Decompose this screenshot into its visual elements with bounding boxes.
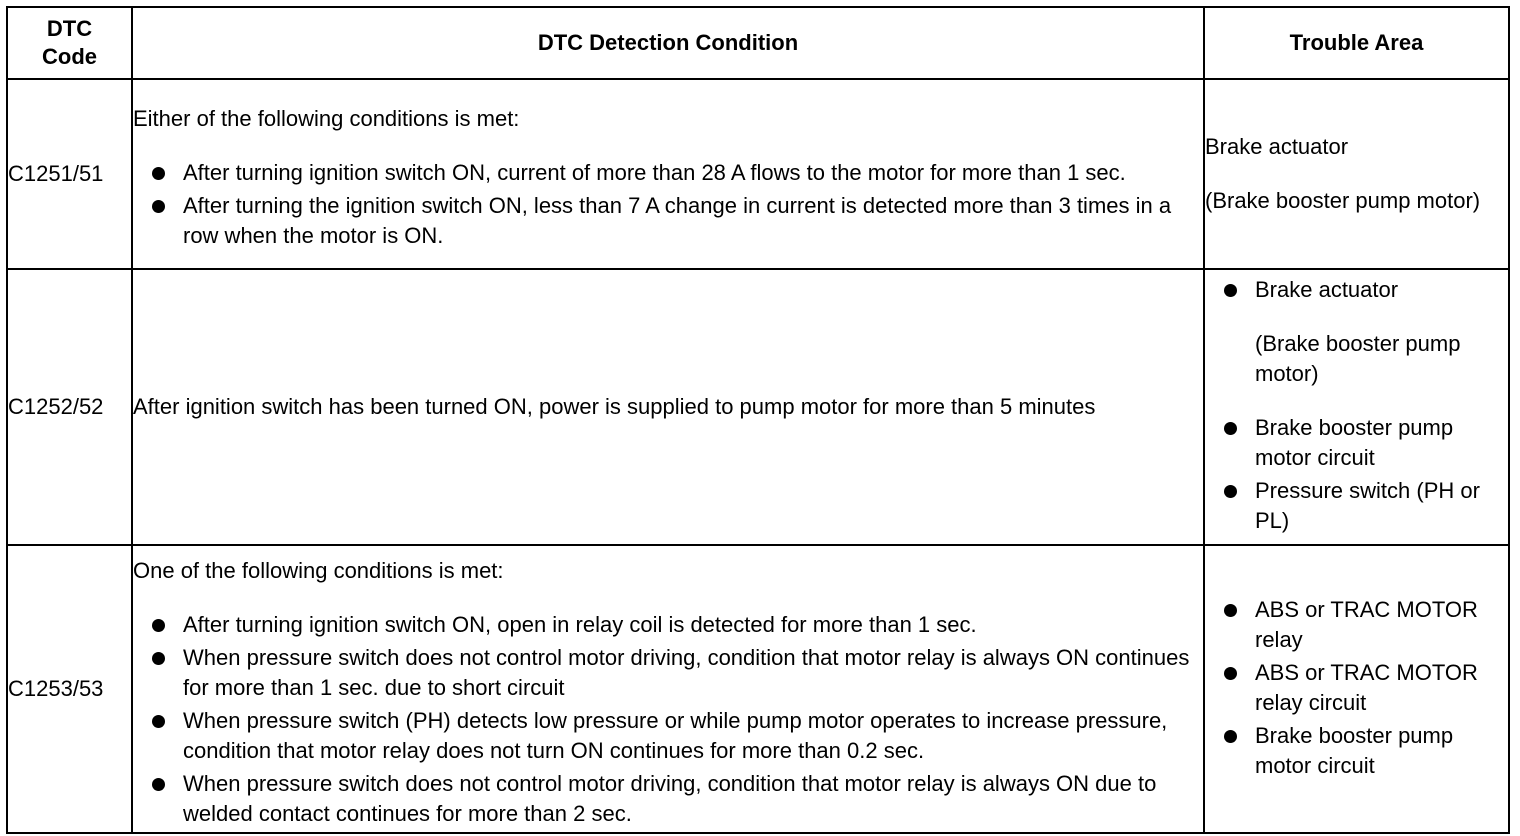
list-item: When pressure switch does not control mo…	[133, 643, 1203, 703]
area-list: Brake actuator(Brake booster pump motor)…	[1205, 275, 1508, 536]
detection-condition-cell: Either of the following conditions is me…	[131, 78, 1205, 270]
condition-list: After turning ignition switch ON, open i…	[133, 610, 1203, 829]
trouble-area-cell: ABS or TRAC MOTOR relay ABS or TRAC MOTO…	[1203, 544, 1510, 834]
trouble-area-cell: Brake actuator(Brake booster pump motor)…	[1203, 268, 1510, 546]
detection-condition-cell: After ignition switch has been turned ON…	[131, 268, 1205, 546]
bullet-icon	[152, 619, 165, 632]
condition-text: After ignition switch has been turned ON…	[133, 394, 1096, 419]
dtc-code-cell: C1251/51	[6, 78, 133, 270]
area-line: (Brake booster pump motor)	[1205, 188, 1481, 213]
bullet-icon	[152, 652, 165, 665]
area-subnote: (Brake booster pump motor)	[1255, 331, 1461, 386]
list-item: Brake booster pump motor circuit	[1205, 413, 1508, 473]
area-line: Brake actuator	[1205, 134, 1349, 159]
list-item: Brake booster pump motor circuit	[1205, 721, 1508, 781]
list-item: Brake actuator(Brake booster pump motor)	[1205, 275, 1508, 389]
area-list: ABS or TRAC MOTOR relay ABS or TRAC MOTO…	[1205, 595, 1508, 781]
list-item: ABS or TRAC MOTOR relay circuit	[1205, 658, 1508, 718]
dtc-code-cell: C1252/52	[6, 268, 133, 546]
condition-list: After turning ignition switch ON, curren…	[133, 158, 1203, 251]
list-item: After turning the ignition switch ON, le…	[133, 191, 1203, 251]
bullet-icon	[1224, 284, 1237, 297]
condition-intro: One of the following conditions is met:	[133, 558, 504, 583]
condition-intro: Either of the following conditions is me…	[133, 106, 520, 131]
bullet-icon	[1224, 603, 1237, 617]
bullet-icon	[152, 715, 165, 728]
bullet-icon	[1224, 422, 1237, 435]
trouble-area-cell: Brake actuator (Brake booster pump motor…	[1203, 78, 1510, 270]
dtc-code-cell: C1253/53	[6, 544, 133, 834]
bullet-icon	[152, 778, 165, 791]
bullet-icon	[1224, 729, 1237, 743]
list-item: After turning ignition switch ON, curren…	[133, 158, 1203, 188]
table-row: C1253/53 One of the following conditions…	[6, 544, 1510, 834]
header-trouble-area: Trouble Area	[1203, 6, 1510, 80]
bullet-icon	[152, 167, 165, 180]
list-item: When pressure switch (PH) detects low pr…	[133, 706, 1203, 766]
list-item: When pressure switch does not control mo…	[133, 769, 1203, 829]
bullet-icon	[1224, 485, 1237, 498]
list-item: After turning ignition switch ON, open i…	[133, 610, 1203, 640]
detection-condition-cell: One of the following conditions is met: …	[131, 544, 1205, 834]
table-row: C1251/51 Either of the following conditi…	[6, 78, 1510, 270]
table-row: C1252/52 After ignition switch has been …	[6, 268, 1510, 546]
header-detection-condition: DTC Detection Condition	[131, 6, 1205, 80]
list-item: ABS or TRAC MOTOR relay	[1205, 595, 1508, 655]
list-item: Pressure switch (PH or PL)	[1205, 476, 1508, 536]
bullet-icon	[1224, 666, 1237, 680]
bullet-icon	[152, 200, 165, 213]
